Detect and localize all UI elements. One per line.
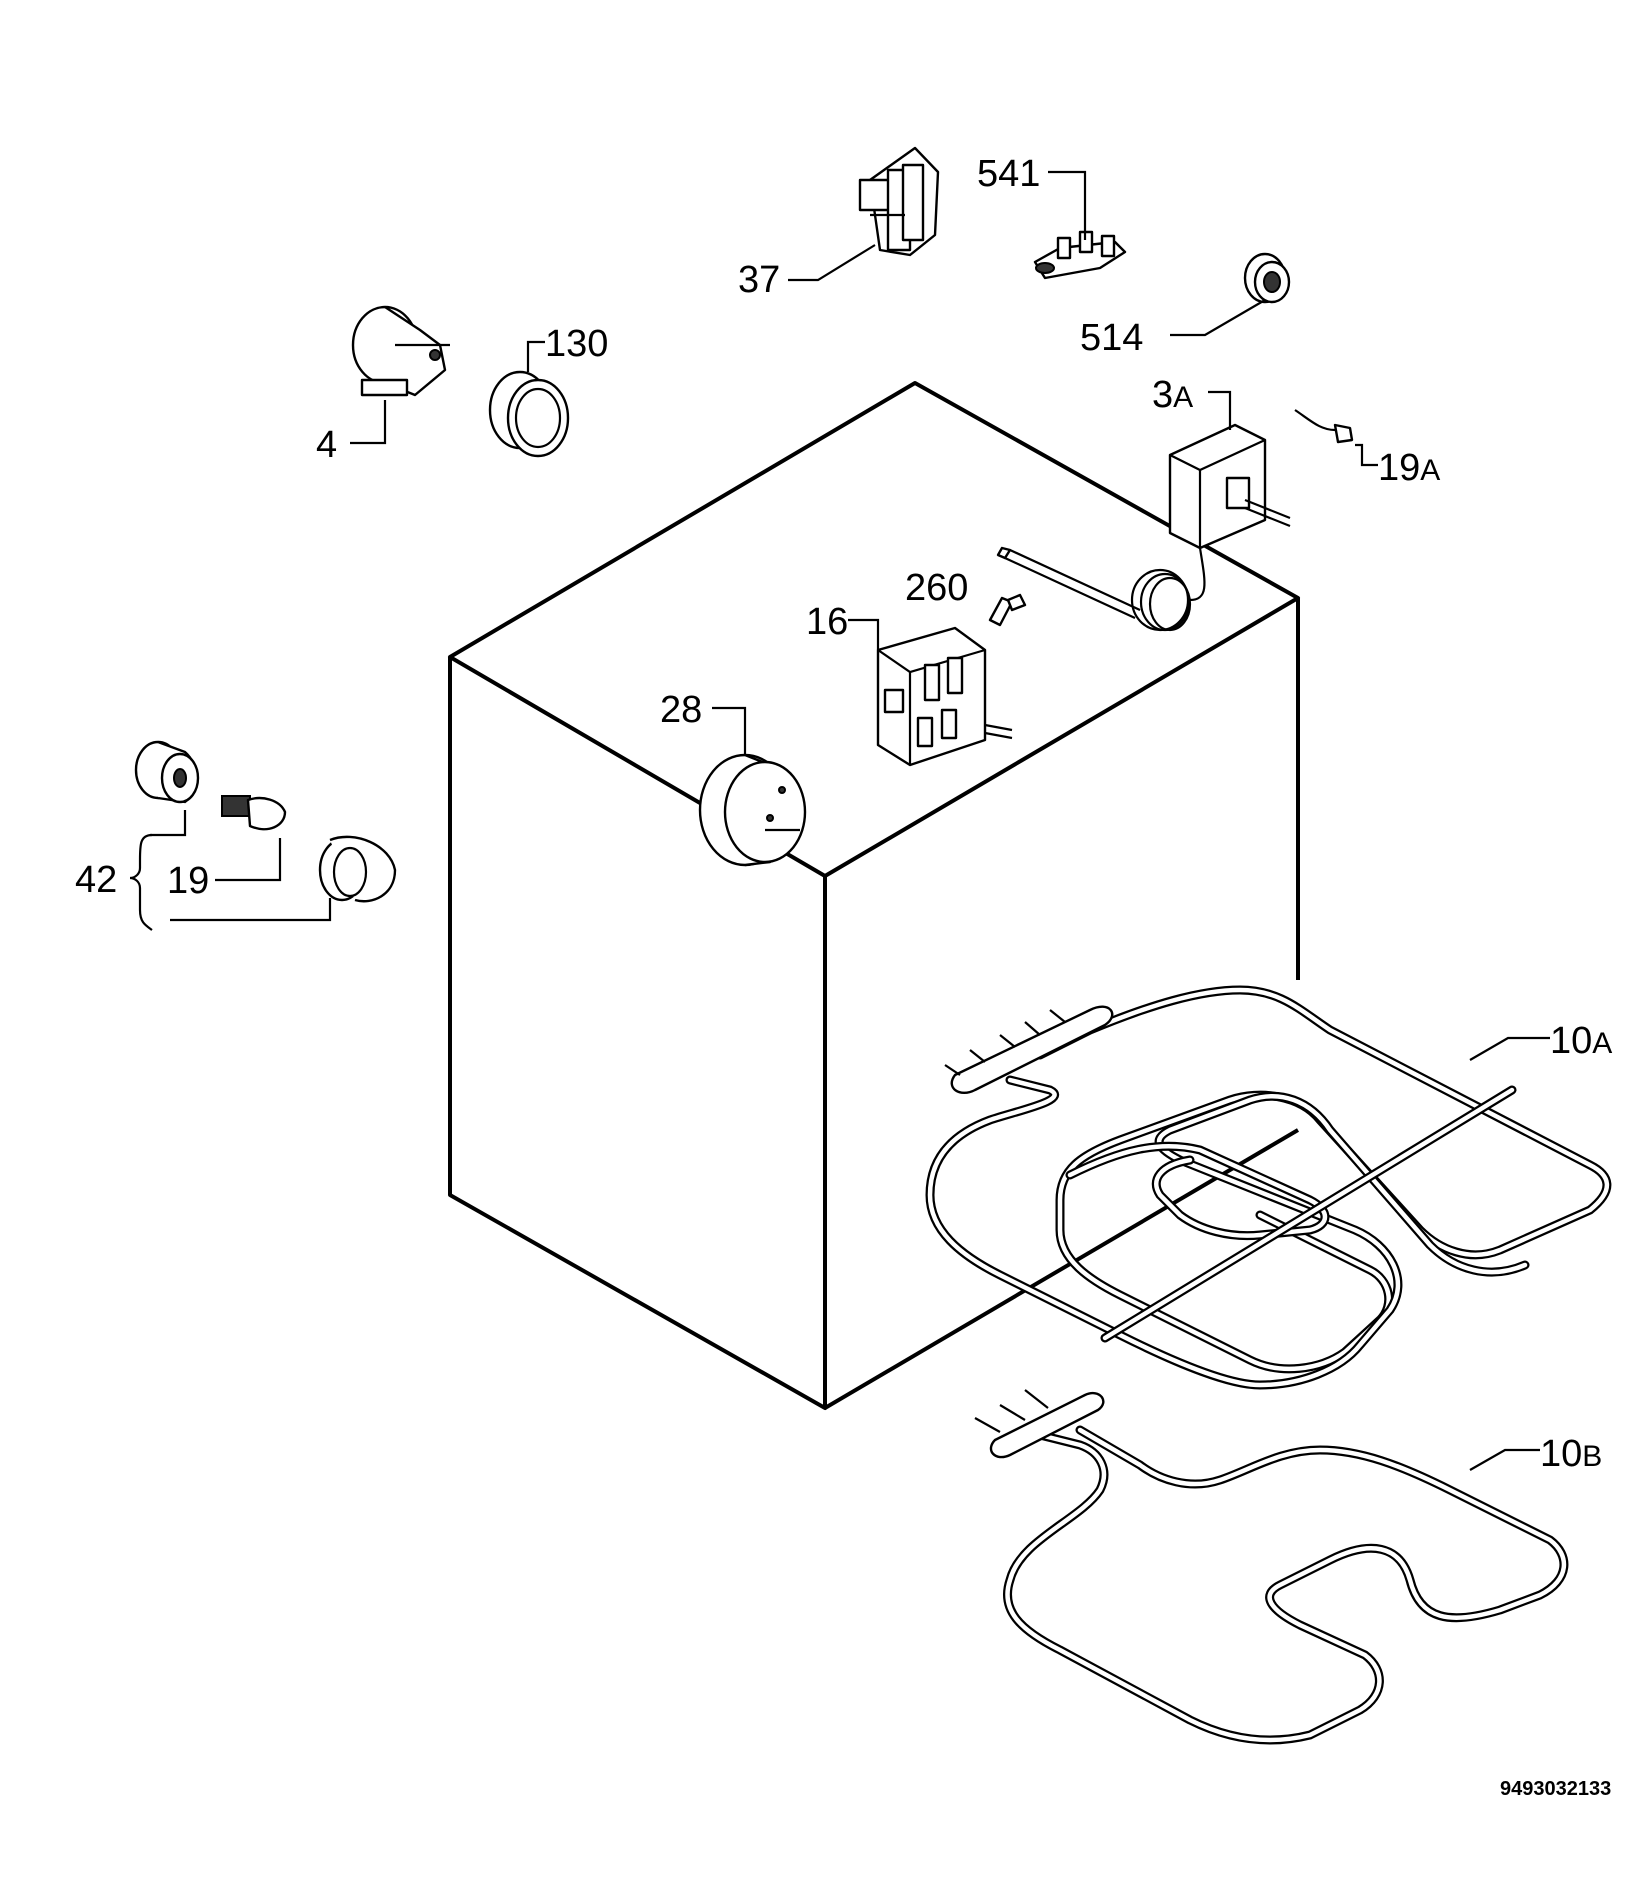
part-42-lamp-holder: [134, 740, 200, 804]
part-42-glass-cover: [318, 835, 397, 903]
leader-10A: [1469, 1036, 1550, 1061]
oven-cavity-box: [448, 381, 1300, 1410]
leader-130: [526, 340, 545, 372]
label-514: 514: [1080, 317, 1143, 359]
label-260: 260: [905, 567, 968, 609]
leader-10B: [1469, 1448, 1540, 1471]
label-37: 37: [738, 259, 780, 301]
part-130-ring: [488, 370, 570, 458]
leader-42-b: [170, 898, 332, 922]
label-19A: 19A: [1378, 447, 1440, 489]
label-42: 42: [75, 859, 117, 901]
part-16-selector-switch: [876, 626, 1013, 767]
label-3A: 3A: [1152, 374, 1193, 416]
part-28-timer: [698, 753, 807, 867]
part-260-connector: [988, 593, 1027, 627]
part-10A-grill-element: [925, 985, 1612, 1390]
label-10B: 10B: [1540, 1433, 1602, 1475]
leader-541: [1048, 170, 1087, 240]
label-10A: 10A: [1550, 1020, 1612, 1062]
leader-3A: [1208, 390, 1232, 430]
document-number: 9493032133: [1500, 1778, 1611, 1800]
label-130: 130: [545, 323, 608, 365]
leader-37: [788, 244, 876, 282]
part-37-switch-bracket: [858, 146, 940, 257]
part-3A-thermostat: [996, 423, 1291, 632]
part-541-terminal-block: [1033, 230, 1127, 280]
part-19A-lamp: [1294, 409, 1354, 444]
leader-514: [1170, 299, 1266, 337]
leader-16: [848, 618, 880, 650]
leader-28: [712, 706, 747, 755]
leader-42-a: [150, 810, 187, 837]
part-19-lamp-bulb: [221, 795, 287, 831]
part-10B-bottom-element: [974, 1389, 1569, 1745]
leader-19A: [1355, 443, 1378, 467]
label-16: 16: [806, 601, 848, 643]
label-19: 19: [167, 860, 209, 902]
part-514-grommet: [1243, 252, 1291, 304]
part-4-motor: [351, 305, 450, 397]
label-28: 28: [660, 689, 702, 731]
leader-4: [350, 400, 387, 445]
bracket-42: [129, 833, 153, 931]
label-4: 4: [316, 424, 337, 466]
leader-19: [215, 838, 282, 882]
label-541: 541: [977, 153, 1040, 195]
